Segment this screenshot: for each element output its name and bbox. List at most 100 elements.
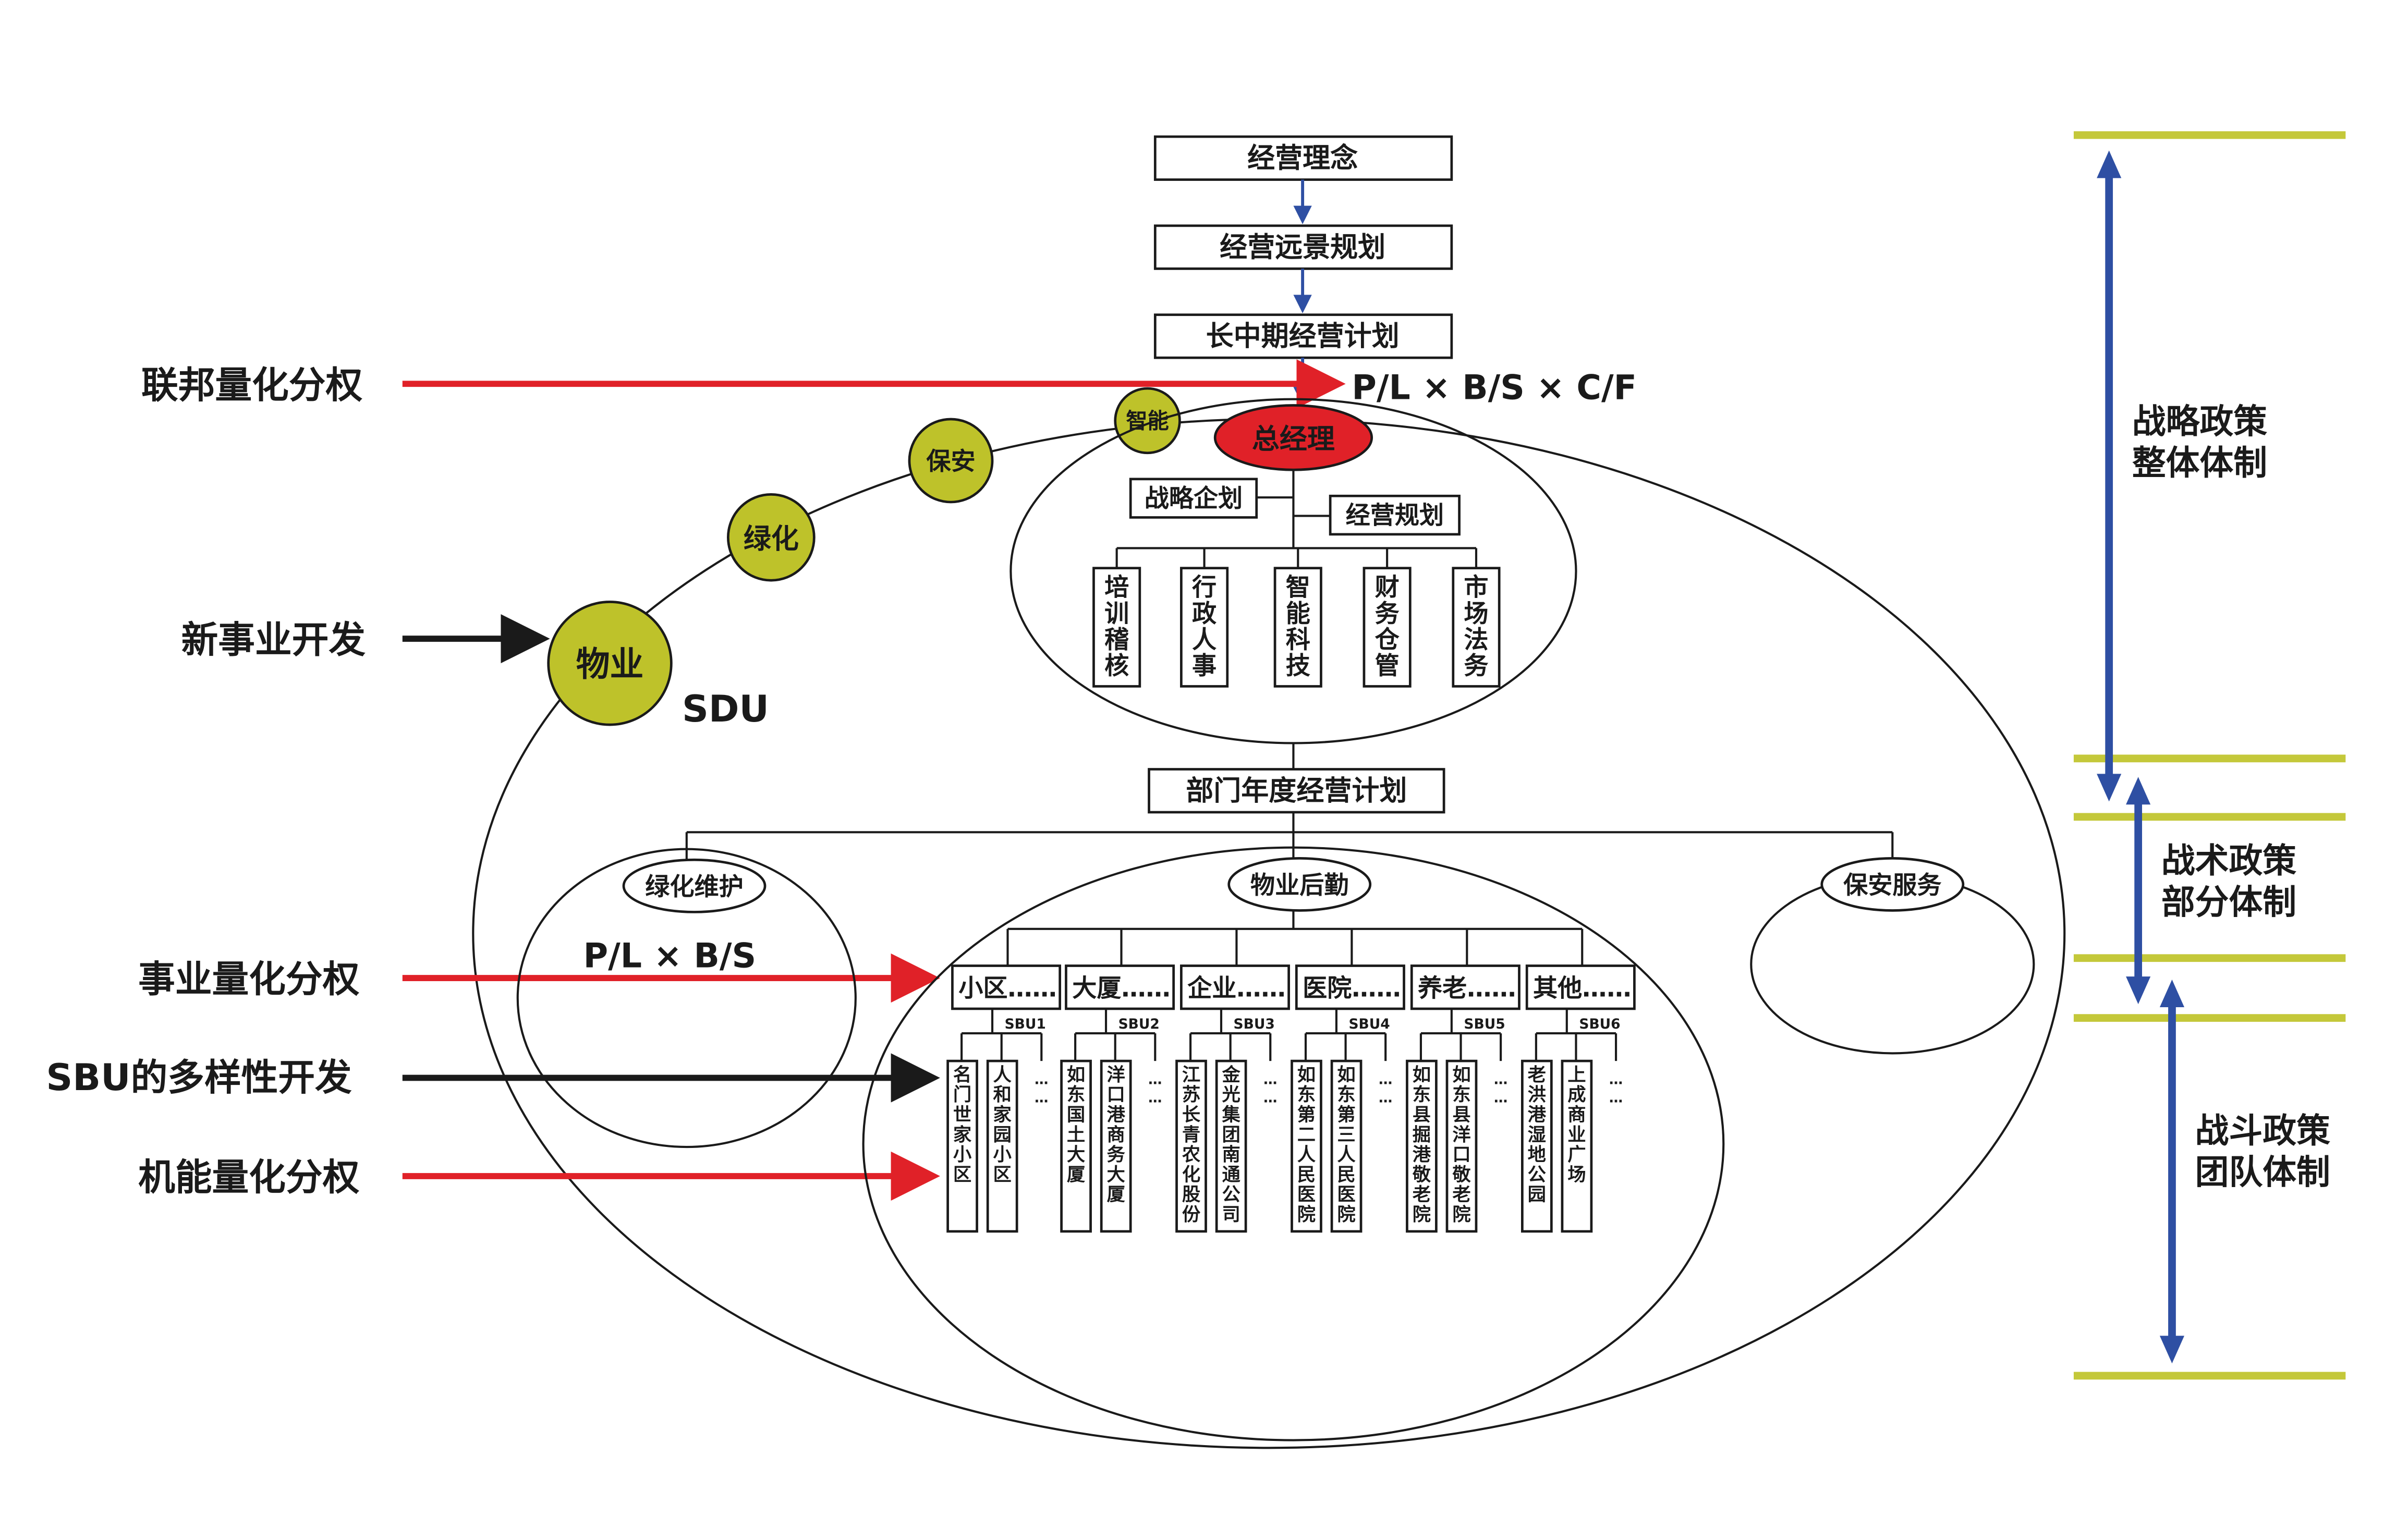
svg-text:光: 光 xyxy=(1222,1084,1240,1106)
svg-text:…: … xyxy=(1263,1071,1278,1087)
svg-text:青: 青 xyxy=(1182,1124,1200,1145)
svg-text:名: 名 xyxy=(953,1064,971,1085)
sbu-item-box-4-2 xyxy=(1330,1059,1363,1233)
svg-text:第: 第 xyxy=(1297,1104,1316,1126)
box-annual-plan-label: 部门年度经营计划 xyxy=(1186,774,1407,806)
outer-ellipse xyxy=(472,418,2066,1449)
svg-text:洋: 洋 xyxy=(1107,1064,1125,1085)
svg-text:口: 口 xyxy=(1452,1144,1470,1166)
sbu-tag-1: SBU1 xyxy=(1005,1016,1046,1032)
left-labels: 联邦量化分权 新事业开发 事业量化分权 SBU的多样性开发 机能量化分权 xyxy=(46,359,1346,1201)
svg-text:区: 区 xyxy=(993,1164,1012,1185)
svg-text:财: 财 xyxy=(1375,573,1400,602)
svg-text:稽: 稽 xyxy=(1104,626,1129,654)
sbu-head-label-5: 养老…… xyxy=(1418,974,1516,1003)
svg-text:民: 民 xyxy=(1297,1164,1316,1185)
svg-text:行: 行 xyxy=(1192,573,1217,602)
svg-text:场: 场 xyxy=(1464,600,1488,628)
svg-text:上: 上 xyxy=(1567,1064,1586,1085)
svg-text:司: 司 xyxy=(1222,1204,1240,1225)
svg-text:医: 医 xyxy=(1337,1184,1355,1205)
svg-text:仓: 仓 xyxy=(1375,626,1400,654)
box-long-mid-plan-label: 长中期经营计划 xyxy=(1206,320,1400,352)
svg-text:港: 港 xyxy=(1528,1104,1547,1126)
sbu-more-6: …… xyxy=(1609,1071,1623,1106)
svg-text:敬: 敬 xyxy=(1452,1164,1471,1185)
sbu-more-1: …… xyxy=(1035,1071,1049,1106)
svg-text:家: 家 xyxy=(993,1104,1012,1126)
svg-text:如: 如 xyxy=(1413,1064,1431,1085)
level-combat-line2: 团队体制 xyxy=(2195,1153,2330,1192)
svg-text:如: 如 xyxy=(1337,1064,1355,1085)
svg-text:长: 长 xyxy=(1182,1104,1201,1126)
level-tactical-line2: 部分体制 xyxy=(2161,883,2296,922)
dept-finance-warehouse xyxy=(1363,567,1412,688)
business-circles: 物业 绿化 保安 智能 xyxy=(547,387,1181,726)
svg-text:掘: 掘 xyxy=(1413,1124,1431,1145)
sbu-more-4: …… xyxy=(1379,1071,1393,1106)
circle-greening-label: 绿化 xyxy=(744,522,799,555)
dept-admin-hr xyxy=(1180,567,1229,688)
sbu-item-box-6-2 xyxy=(1561,1059,1593,1233)
sbu-item-box-1-1 xyxy=(946,1059,978,1233)
svg-text:业: 业 xyxy=(1567,1124,1586,1145)
svg-text:化: 化 xyxy=(1182,1164,1200,1185)
sbu-tag-5: SBU5 xyxy=(1464,1016,1505,1032)
svg-text:…: … xyxy=(1609,1090,1623,1106)
box-business-philosophy-label: 经营理念 xyxy=(1247,142,1358,174)
svg-text:东: 东 xyxy=(1452,1084,1470,1106)
svg-text:地: 地 xyxy=(1528,1144,1546,1166)
dept-training-audit xyxy=(1092,567,1141,688)
svg-text:洋: 洋 xyxy=(1452,1124,1470,1145)
pill-property-logistics xyxy=(1227,857,1372,912)
formula-top: P/L × B/S × C/F xyxy=(1352,369,1637,408)
svg-text:…: … xyxy=(1035,1071,1049,1087)
svg-text:港: 港 xyxy=(1413,1144,1431,1166)
svg-text:敬: 敬 xyxy=(1412,1164,1431,1185)
ceo-label: 总经理 xyxy=(1252,423,1335,455)
svg-text:医: 医 xyxy=(1297,1184,1316,1205)
svg-text:人: 人 xyxy=(1337,1144,1356,1166)
sbu-item-box-3-1 xyxy=(1175,1059,1207,1233)
circle-security xyxy=(908,418,994,504)
pill-greening-maint-label: 绿化维护 xyxy=(645,873,743,901)
sbu-head-label-6: 其他…… xyxy=(1533,974,1631,1003)
sbu-item-box-2-1 xyxy=(1060,1059,1092,1233)
svg-text:…: … xyxy=(1148,1090,1162,1106)
box-business-philosophy xyxy=(1153,135,1453,181)
svg-text:人: 人 xyxy=(993,1064,1012,1085)
sbu-item-box-5-2 xyxy=(1445,1059,1478,1233)
svg-text:成: 成 xyxy=(1567,1084,1586,1106)
svg-text:县: 县 xyxy=(1452,1104,1470,1126)
svg-text:和: 和 xyxy=(993,1084,1012,1106)
svg-text:政: 政 xyxy=(1192,600,1217,628)
level-tactical-line1: 战术政策 xyxy=(2161,841,2296,881)
pill-security-service-label: 保安服务 xyxy=(1843,871,1941,900)
svg-text:院: 院 xyxy=(1337,1204,1355,1225)
svg-text:人: 人 xyxy=(1192,626,1217,654)
box-vision-plan xyxy=(1153,224,1453,270)
circle-property xyxy=(547,601,673,726)
sbu-item-box-3-2 xyxy=(1215,1059,1247,1233)
circle-greening xyxy=(726,493,816,582)
svg-text:第: 第 xyxy=(1337,1104,1355,1126)
circle-smart xyxy=(1114,387,1181,455)
svg-text:务: 务 xyxy=(1107,1144,1126,1166)
svg-text:如: 如 xyxy=(1297,1064,1316,1085)
sbu-head-label-4: 医院…… xyxy=(1303,974,1401,1003)
sbu-tag-2: SBU2 xyxy=(1118,1016,1160,1032)
svg-text:口: 口 xyxy=(1107,1084,1125,1106)
svg-text:通: 通 xyxy=(1222,1164,1240,1185)
label-sbu-diversity: SBU的多样性开发 xyxy=(46,1056,352,1099)
svg-text:…: … xyxy=(1379,1071,1393,1087)
svg-text:世: 世 xyxy=(953,1104,971,1126)
sbu-tree: 小区……SBU1名门世家小区人和家园小区……大厦……SBU2如东国土大厦洋口港商… xyxy=(946,928,1636,1233)
